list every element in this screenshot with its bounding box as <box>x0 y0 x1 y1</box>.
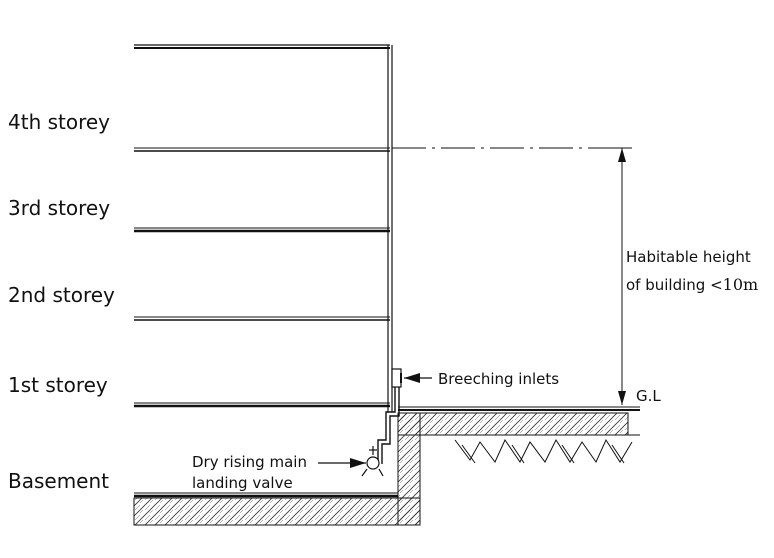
dimension-arrow-top <box>618 148 626 162</box>
dimension-arrow-bottom <box>618 391 626 405</box>
breeching-arrow <box>404 373 432 383</box>
storey-label-3rd: 3rd storey <box>8 196 110 220</box>
external-wall <box>387 45 393 412</box>
slab-4th <box>134 147 390 152</box>
habitable-label-line2: of building <10m <box>626 275 758 294</box>
natural-ground-symbol <box>420 434 640 464</box>
dry-riser-label-line1: Dry rising main <box>192 453 307 471</box>
storey-label-basement: Basement <box>8 469 109 493</box>
floor-slabs <box>134 44 398 498</box>
storey-label-4th: 4th storey <box>8 110 110 134</box>
roof-slab <box>134 44 390 49</box>
landing-valve-arrow <box>318 458 366 468</box>
storey-label-1st: 1st storey <box>8 373 108 397</box>
habitable-height-dimension <box>392 147 632 405</box>
dry-riser-label-line2: landing valve <box>192 474 293 492</box>
habitable-value: 10m <box>723 275 759 294</box>
ground-level-label: G.L <box>636 387 661 405</box>
slab-1st <box>134 402 390 408</box>
dry-rising-main-pipe <box>377 378 400 464</box>
slab-3rd <box>134 227 390 233</box>
habitable-label-line1: Habitable height <box>626 248 751 266</box>
breeching-inlet-icon <box>391 368 402 388</box>
habitable-label-text: of building < <box>626 276 723 294</box>
storey-label-2nd: 2nd storey <box>8 283 115 307</box>
breeching-label: Breeching inlets <box>438 370 559 388</box>
slab-2nd <box>134 316 390 321</box>
landing-valve-icon <box>361 446 384 477</box>
slab-basement <box>134 492 398 498</box>
ground-earth <box>133 406 640 526</box>
